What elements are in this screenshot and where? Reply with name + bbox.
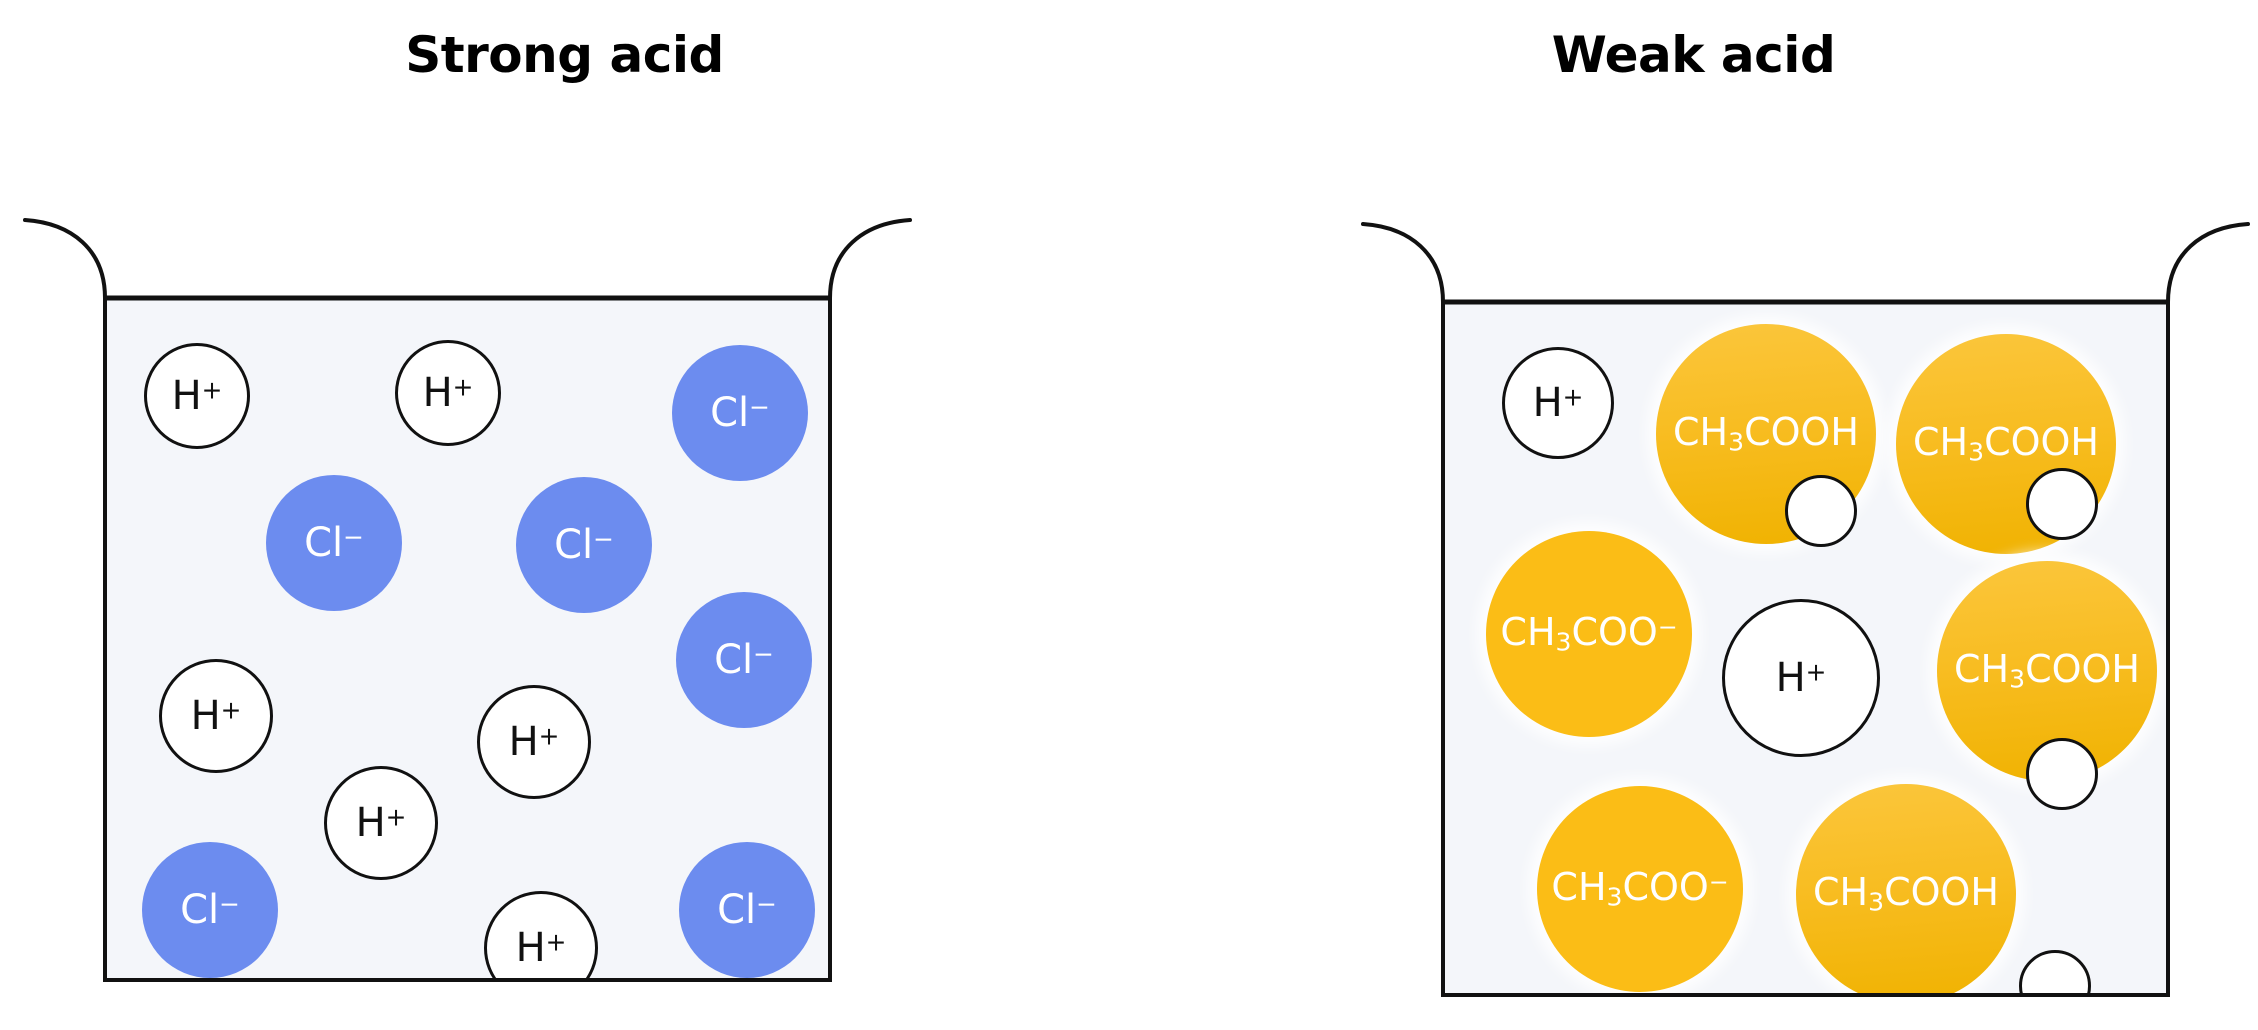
acetic-acid-particle-label: CH3COOH	[1953, 647, 2140, 694]
acetic-acid-particle-label: CH3COOH	[1812, 870, 1999, 917]
proton-particle-label: H+	[1775, 655, 1827, 701]
acetic-acid-particle-label: CH3COOH	[1912, 420, 2099, 467]
chloride-particle: Cl−	[266, 475, 402, 611]
bound-hydrogen-particle	[2026, 738, 2098, 810]
proton-particle: H+	[477, 685, 591, 799]
weak-acid-panel: Weak acid	[1129, 0, 2258, 1030]
chloride-particle: Cl−	[142, 842, 278, 978]
chloride-particle: Cl−	[672, 345, 808, 481]
bound-hydrogen-particle	[2026, 468, 2098, 540]
proton-particle: H+	[395, 340, 501, 446]
proton-particle: H+	[484, 891, 598, 980]
beaker-outline	[23, 218, 912, 982]
chloride-particle: Cl−	[679, 842, 815, 978]
chloride-particle: Cl−	[676, 592, 812, 728]
chloride-particle-label: Cl−	[180, 887, 240, 933]
acetate-particle: CH3COO−	[1537, 786, 1743, 992]
weak-acid-beaker-glass: H+ CH3COOH CH3COOH CH3COO− H+ CH3COOH CH3COO− C…	[1361, 222, 2250, 997]
chloride-particle-label: Cl−	[304, 520, 364, 566]
proton-particle: H+	[159, 659, 273, 773]
proton-particle-label: H+	[355, 800, 407, 846]
chloride-particle-label: Cl−	[554, 522, 614, 568]
acetate-particle-label: CH3COO−	[1551, 865, 1729, 912]
bound-hydrogen-particle	[2019, 950, 2091, 995]
weak-acid-title: Weak acid	[1551, 26, 1836, 84]
proton-particle: H+	[144, 343, 250, 449]
acetic-acid-particle: CH3COOH	[1937, 561, 2157, 781]
proton-particle-label: H+	[1532, 380, 1584, 426]
proton-particle-label: H+	[515, 925, 567, 971]
proton-particle-label: H+	[508, 719, 560, 765]
chloride-particle-label: Cl−	[717, 887, 777, 933]
acetate-particle-label: CH3COO−	[1500, 610, 1678, 657]
acetic-acid-particle: CH3COOH	[1896, 334, 2116, 554]
chloride-particle-label: Cl−	[714, 637, 774, 683]
proton-particle-label: H+	[422, 370, 474, 416]
strong-acid-beaker-particles: H+ H+ Cl− Cl− Cl− Cl− H+ H+ H+ Cl− H+ Cl−	[105, 298, 830, 980]
beaker-outline	[1361, 222, 2250, 997]
acetic-acid-particle: CH3COOH	[1796, 784, 2016, 995]
proton-particle: H+	[1722, 599, 1880, 757]
proton-particle-label: H+	[171, 373, 223, 419]
strong-acid-beaker-glass: H+ H+ Cl− Cl− Cl− Cl− H+ H+ H+ Cl− H+ Cl−	[23, 218, 912, 982]
acetate-particle: CH3COO−	[1486, 531, 1692, 737]
chloride-particle: Cl−	[516, 477, 652, 613]
bound-hydrogen-particle	[1785, 475, 1857, 547]
proton-particle: H+	[1502, 347, 1614, 459]
proton-particle-label: H+	[190, 693, 242, 739]
acetic-acid-particle-label: CH3COOH	[1672, 410, 1859, 457]
strong-acid-title: Strong acid	[405, 26, 724, 84]
proton-particle: H+	[324, 766, 438, 880]
strong-acid-panel: Strong acid	[405, 26, 724, 84]
chloride-particle-label: Cl−	[710, 390, 770, 436]
weak-acid-beaker-particles: H+ CH3COOH CH3COOH CH3COO− H+ CH3COOH CH3COO− C…	[1443, 302, 2168, 995]
